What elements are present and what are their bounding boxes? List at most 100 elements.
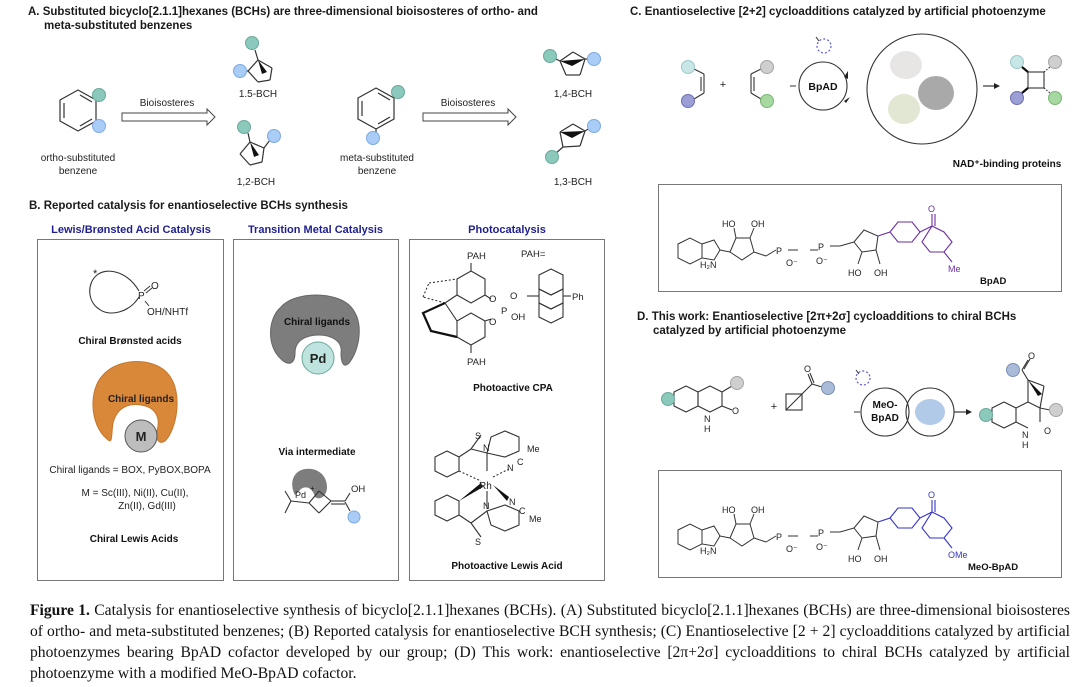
meta-label-1: meta-substituted — [340, 153, 414, 164]
teal-substituent — [543, 49, 557, 63]
caption-text: Catalysis for enantioselective synthesis… — [30, 602, 1070, 682]
plus-charge: + — [310, 484, 315, 493]
col2-heading: Transition Metal Catalysis — [247, 224, 384, 236]
chiral-ligand-shape — [270, 294, 360, 366]
ligand-text: Chiral ligands — [108, 394, 175, 405]
benzophenone-moiety — [877, 214, 953, 263]
bch-14-structure — [555, 51, 590, 76]
panel-a-title: A. Substituted bicyclo[2.1.1]hexanes (BC… — [28, 5, 538, 33]
oh-label: OH — [874, 554, 888, 564]
oh-label: OH — [874, 268, 888, 278]
panel-a-title-line1: A. Substituted bicyclo[2.1.1]hexanes (BC… — [28, 6, 538, 18]
pd-small-label: Pd — [295, 490, 306, 500]
phosphate-p: P — [776, 246, 782, 256]
light-ray — [855, 369, 860, 375]
metal-circle — [124, 419, 158, 453]
bch-12-label: 1,2-BCH — [237, 177, 275, 188]
rhodium-label: Rh — [479, 481, 492, 492]
lactam-o: O — [1044, 426, 1051, 436]
bch-15-label: 1.5-BCH — [239, 89, 277, 100]
transition-metal-box — [233, 239, 399, 581]
cofactor-circle — [798, 61, 848, 111]
teal-substituent — [237, 120, 251, 134]
ho-label: HO — [848, 268, 862, 278]
oh-label: OH — [751, 505, 765, 515]
ester-o1: O — [489, 294, 496, 305]
lewis-acids-label: Chiral Lewis Acids — [90, 534, 179, 545]
blue-substituent — [267, 129, 281, 143]
intermediate-label: Via intermediate — [278, 447, 356, 458]
meo-bpad-structure: H₂N HO OH P O⁻ P O⁻ HO OH O OMe MeO-BpAD — [677, 490, 1018, 573]
cofactor-circle — [860, 387, 910, 437]
bpad-structure-box — [658, 184, 1062, 292]
rh-wedge — [493, 485, 509, 501]
ho-label: HO — [722, 505, 736, 515]
metals-list-2: Zn(II), Gd(III) — [118, 501, 176, 512]
reaction-arrow-head — [994, 83, 1000, 89]
blue-substituent — [92, 119, 106, 133]
bch-13-structure — [554, 123, 591, 155]
photocatalysis-diagram: PAH PAH= O O P O OH PAH Ph Photoactive C… — [421, 249, 584, 572]
methoxy-benzophenone-moiety — [877, 500, 953, 549]
ho-label: HO — [848, 554, 862, 564]
cofactor-label: BpAD — [808, 81, 838, 93]
nitrile-n: N — [507, 463, 514, 473]
open-arrow-2 — [422, 107, 517, 127]
bch-15-structure — [244, 49, 273, 83]
photocatalysis-box — [409, 239, 605, 581]
figure-caption: Figure 1. Catalysis for enantioselective… — [30, 600, 1070, 684]
methoxy-substituent: OMe — [948, 550, 968, 560]
cpa-oxo: O — [510, 291, 517, 302]
col3-heading: Photocatalysis — [468, 224, 546, 236]
reaction-arrow-head — [966, 409, 972, 415]
protein-label: NAD⁺-binding proteins — [953, 159, 1062, 170]
intermediate-skeleton — [284, 490, 351, 514]
ligands-list: Chiral ligands = BOX, PyBOX,BOPA — [49, 465, 211, 476]
quinolinone-skeleton — [673, 385, 733, 413]
rh-complex-skeleton — [434, 430, 520, 538]
nitrogen-label: N — [483, 501, 490, 511]
indigo-substituent — [1010, 91, 1024, 105]
teal-substituent — [661, 392, 675, 406]
phenyl-label: Ph — [572, 292, 584, 303]
lewis-bronsted-box — [37, 239, 224, 581]
teal-substituent — [391, 85, 405, 99]
ester-o2: O — [489, 317, 496, 328]
green-substituent — [1048, 91, 1062, 105]
arrow-head — [844, 71, 848, 79]
cpa-phosphorus: P — [501, 306, 507, 317]
gray-substituent — [1049, 403, 1063, 417]
bicyclobutane — [785, 372, 823, 411]
nh-n: N — [1022, 430, 1029, 440]
methyl-label: Me — [529, 514, 542, 524]
panel-c-scheme: + BpAD NAD⁺-binding proteins — [681, 33, 1062, 170]
oxygen-label: O — [151, 281, 159, 292]
bpad-label: BpAD — [980, 276, 1007, 287]
bch-wedge — [250, 142, 259, 157]
p-o-bond — [145, 287, 153, 294]
indigo-substituent — [681, 94, 695, 108]
blue-substituent — [366, 131, 380, 145]
bch-wedge — [560, 59, 585, 66]
phosphate-o-minus: O⁻ — [786, 258, 798, 268]
ketone-o: O — [928, 204, 935, 214]
pah-top-label: PAH — [467, 251, 486, 262]
steel-substituent — [1006, 363, 1020, 377]
light-teal-substituent — [1010, 55, 1024, 69]
panel-a-diagram: ortho-substituted benzene Bioisosteres 1… — [41, 36, 601, 188]
nitrogen-label: N — [483, 443, 490, 453]
hash-bond — [1043, 66, 1051, 73]
caption-label: Figure 1. — [30, 602, 90, 619]
meo-bpad-label: MeO-BpAD — [968, 562, 1018, 573]
meo-bpad-structure-box — [658, 470, 1062, 578]
plus-sign: + — [771, 401, 777, 413]
ligand-text: Chiral ligands — [284, 317, 351, 328]
acid-group-label: OH/NHTf — [147, 307, 188, 318]
blue-substituent — [587, 119, 601, 133]
light-icon — [816, 38, 832, 54]
nad-skeleton — [677, 513, 881, 551]
protein-structures — [888, 51, 954, 124]
chiral-star: * — [93, 268, 98, 280]
bch-wedge — [258, 60, 267, 74]
rh-lewis-label: Photoactive Lewis Acid — [451, 561, 562, 572]
